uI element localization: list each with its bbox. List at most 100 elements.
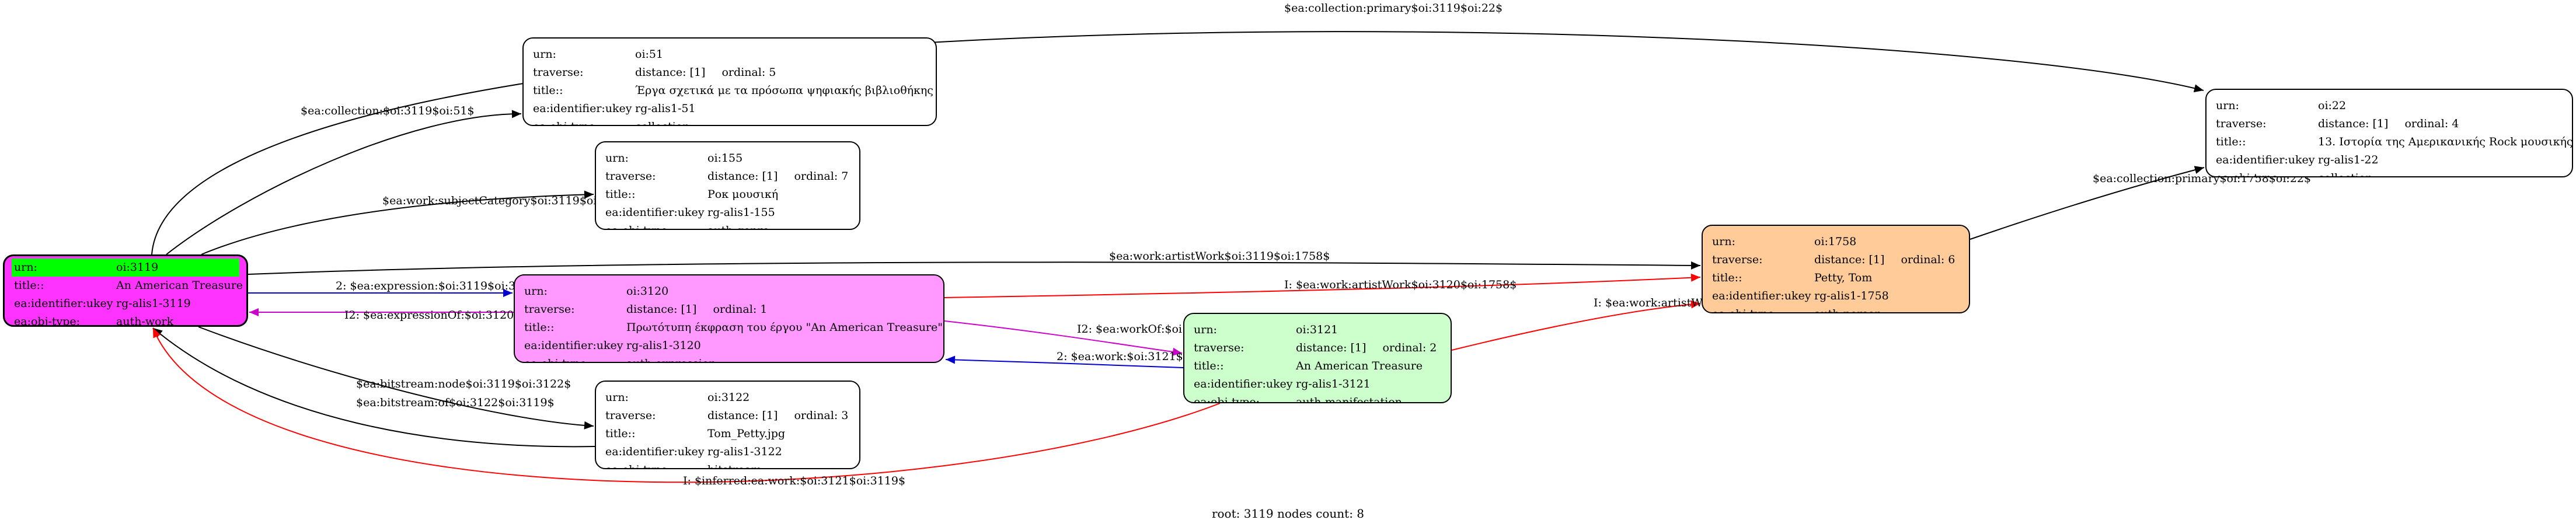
edge-e-3120-1758[interactable]: I: $ea:work:artistWork$oi:3120$oi:1758$ [944, 273, 1701, 298]
node-type: auth-genre [707, 222, 769, 229]
node-urn: oi:3120 [626, 285, 669, 298]
node-type-row: ea:obj-type:auth-work [14, 313, 237, 327]
graph-footer: root: 3119 nodes count: 8 [1211, 507, 1365, 521]
edge-e-coll-primary-22[interactable]: $ea:collection:primary$oi:3119$oi:22$ [151, 2, 2204, 255]
node-key: ea:obj-type: [1712, 305, 1814, 312]
edge-line [166, 113, 522, 255]
node-key: urn: [1194, 323, 1217, 336]
edge-e-expressionof[interactable]: I2: $ea:expressionOf:$oi:3120$oi:3119$ [249, 308, 570, 322]
node-ukey: rg-alis1-3119 [116, 297, 191, 310]
edge-line [151, 31, 2204, 255]
edge-line [945, 359, 1184, 368]
node-distance: distance: [1] [626, 303, 697, 316]
node-oi-3121[interactable]: urn:oi:3121 traverse:distance: [1]ordina… [1183, 313, 1452, 403]
node-key: ea:identifier:ukey [605, 206, 705, 219]
node-type: auth-work [116, 315, 174, 327]
node-key: traverse: [1194, 341, 1245, 354]
node-key: traverse: [2216, 117, 2267, 130]
edge-e-artist-1758[interactable]: $ea:work:artistWork$oi:3119$oi:1758$ [248, 250, 1701, 275]
node-urn: oi:3121 [1296, 323, 1338, 336]
edge-arrowhead [2193, 84, 2204, 93]
node-type: collection [2318, 169, 2373, 176]
node-title: Petty, Tom [1814, 271, 1873, 284]
node-ordinal: ordinal: 5 [721, 66, 776, 79]
node-key: ea:obj-type: [1194, 396, 1260, 403]
node-distance: distance: [1] [707, 170, 778, 183]
edge-label: I2: $ea:expressionOf:$oi:3120$oi:3119$ [344, 309, 570, 322]
edge-arrowhead [503, 289, 513, 297]
node-oi-51[interactable]: urn:oi:51 traverse:distance: [1]ordinal:… [522, 37, 937, 126]
node-type: collection [635, 118, 690, 125]
node-key: ea:identifier:ukey [1194, 378, 1293, 390]
node-title: Έργα σχετικά με τα πρόσωπα ψηφιακής βιβλ… [635, 84, 933, 97]
edge-arrowhead [1690, 273, 1700, 282]
node-title: Πρωτότυπη έκφραση του έργου "An American… [626, 321, 943, 334]
node-oi-3120[interactable]: urn:oi:3120 traverse:distance: [1]ordina… [514, 274, 944, 363]
edge-arrowhead [1690, 300, 1700, 309]
edge-arrowhead [249, 308, 259, 316]
node-ukey: rg-alis1-155 [707, 206, 775, 219]
node-ukey: rg-alis1-22 [2318, 153, 2379, 166]
node-urn: oi:1758 [1814, 235, 1857, 248]
node-title: An American Treasure [116, 279, 243, 292]
edge-line [198, 326, 594, 427]
edge-arrowhead [2194, 166, 2204, 174]
edge-label: $ea:collection:$oi:3119$oi:51$ [301, 104, 475, 117]
node-oi-22[interactable]: urn:oi:22 traverse:distance: [1]ordinal:… [2205, 89, 2573, 177]
edge-label: $ea:work:subjectCategory$oi:3119$oi:155$ [382, 194, 629, 207]
edge-e-expression-3120[interactable]: 2: $ea:expression:$oi:3119$oi:3120$ [248, 280, 544, 297]
node-ordinal: ordinal: 3 [794, 409, 849, 422]
node-key: title:: [533, 84, 563, 97]
node-key: title:: [1712, 271, 1742, 284]
edge-e-inferred-work[interactable]: I: $inferred:ea:work:$oi:3121$oi:3119$ [152, 327, 1221, 487]
node-key: ea:obj-type: [605, 222, 707, 229]
edge-e-bitstream-node[interactable]: $ea:bitstream:node$oi:3119$oi:3122$ [198, 326, 594, 430]
node-title: An American Treasure [1296, 360, 1423, 372]
edge-arrowhead [584, 190, 594, 199]
node-key: ea:identifier:ukey [1712, 289, 1811, 302]
node-ukey: rg-alis1-3121 [1296, 378, 1371, 390]
node-key: ea:identifier:ukey [2216, 153, 2315, 166]
edge-label: $ea:bitstream:node$oi:3119$oi:3122$ [356, 378, 571, 390]
node-distance: distance: [1] [1296, 341, 1367, 354]
edge-e-subject-155[interactable]: $ea:work:subjectCategory$oi:3119$oi:155$ [201, 190, 629, 255]
edge-layer: $ea:collection:primary$oi:3119$oi:22$$ea… [151, 2, 2311, 487]
edge-line [1970, 167, 2205, 240]
node-key: title:: [14, 279, 44, 292]
node-urn: oi:22 [2318, 99, 2347, 112]
node-oi-3122[interactable]: urn:oi:3122 traverse:distance: [1]ordina… [595, 381, 860, 469]
node-key: urn: [1712, 235, 1735, 248]
node-key: title:: [2216, 135, 2246, 148]
node-key: traverse: [533, 66, 584, 79]
edge-arrowhead [1690, 261, 1700, 270]
node-key: ea:obj-type: [605, 461, 707, 468]
node-ukey: rg-alis1-3122 [707, 445, 782, 458]
node-key: ea:obj-type: [533, 118, 635, 125]
node-key: urn: [533, 48, 556, 61]
node-oi-3119[interactable]: urn:oi:3119 title::An American Treasure … [3, 254, 248, 327]
edge-arrowhead [946, 355, 956, 364]
node-key: urn: [14, 261, 37, 274]
edge-e-coll-51[interactable]: $ea:collection:$oi:3119$oi:51$ [166, 104, 522, 255]
node-type: auth-manifestation [1296, 396, 1402, 403]
edge-label: 2: $ea:expression:$oi:3119$oi:3120$ [336, 280, 544, 292]
node-distance: distance: [1] [707, 409, 778, 422]
node-key: ea:identifier:ukey [14, 297, 113, 310]
node-ordinal: ordinal: 4 [2404, 117, 2459, 130]
edge-label: I: $inferred:ea:work:$oi:3121$oi:3119$ [683, 474, 905, 487]
node-ordinal: ordinal: 1 [713, 303, 768, 316]
node-urn-row: urn:oi:3119 [12, 259, 239, 277]
node-key: title:: [1194, 360, 1224, 372]
node-oi-1758[interactable]: urn:oi:1758 traverse:distance: [1]ordina… [1702, 225, 1970, 313]
node-key: traverse: [605, 170, 656, 183]
edge-label: I: $ea:work:artistWork$oi:3120$oi:1758$ [1284, 278, 1517, 291]
node-key: title:: [605, 427, 636, 440]
node-ukey: rg-alis1-51 [635, 102, 696, 115]
node-title-row: title::An American Treasure [14, 277, 243, 295]
node-key: title:: [605, 188, 636, 201]
node-key: ea:obj-type: [524, 355, 626, 362]
node-oi-155[interactable]: urn:oi:155 traverse:distance: [1]ordinal… [595, 141, 860, 230]
node-key: ea:identifier:ukey [533, 102, 632, 115]
node-title: 13. Ιστορία της Αμερικανικής Rock μουσικ… [2318, 135, 2573, 148]
node-key: urn: [605, 152, 629, 165]
